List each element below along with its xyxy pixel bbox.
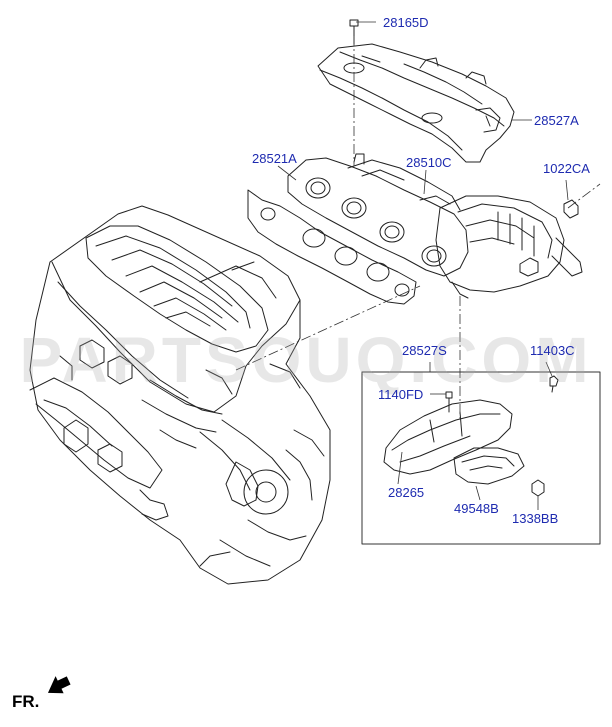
heat-protector-assembly-box bbox=[361, 371, 601, 545]
callout-28521a[interactable]: 28521A bbox=[252, 151, 297, 166]
watermark: PARTSOUQ.COM bbox=[19, 324, 593, 396]
nut-1022ca-illustration bbox=[563, 199, 579, 219]
callout-28510c[interactable]: 28510C bbox=[406, 155, 452, 170]
callout-28265[interactable]: 28265 bbox=[388, 485, 425, 500]
callout-1338bb[interactable]: 1338BB bbox=[512, 511, 559, 526]
heat-protector-lower-illustration bbox=[383, 399, 525, 485]
engine-block-illustration bbox=[29, 205, 331, 585]
gasket-illustration bbox=[247, 189, 417, 305]
callout-28527s[interactable]: 28527S bbox=[402, 343, 447, 358]
bolt-1140fd-illustration bbox=[445, 391, 453, 413]
leader-lines bbox=[277, 21, 569, 510]
callout-11403c[interactable]: 11403C bbox=[530, 343, 575, 358]
exhaust-manifold-illustration bbox=[287, 153, 469, 277]
callout-28165d[interactable]: 28165D bbox=[383, 15, 429, 30]
heat-protector-upper-illustration bbox=[317, 43, 515, 163]
callout-1022ca[interactable]: 1022CA bbox=[543, 161, 590, 176]
catalytic-converter-illustration bbox=[435, 195, 583, 299]
bolt-11403c-illustration bbox=[549, 375, 559, 393]
callout-28527a[interactable]: 28527A bbox=[534, 113, 579, 128]
front-direction-arrow-icon bbox=[47, 676, 71, 694]
center-lines bbox=[235, 36, 601, 420]
nut-1338bb-illustration bbox=[531, 479, 545, 497]
callout-49548b[interactable]: 49548B bbox=[454, 501, 499, 516]
callout-1140fd[interactable]: 1140FD bbox=[378, 387, 424, 402]
front-direction-label: FR. bbox=[12, 692, 40, 711]
